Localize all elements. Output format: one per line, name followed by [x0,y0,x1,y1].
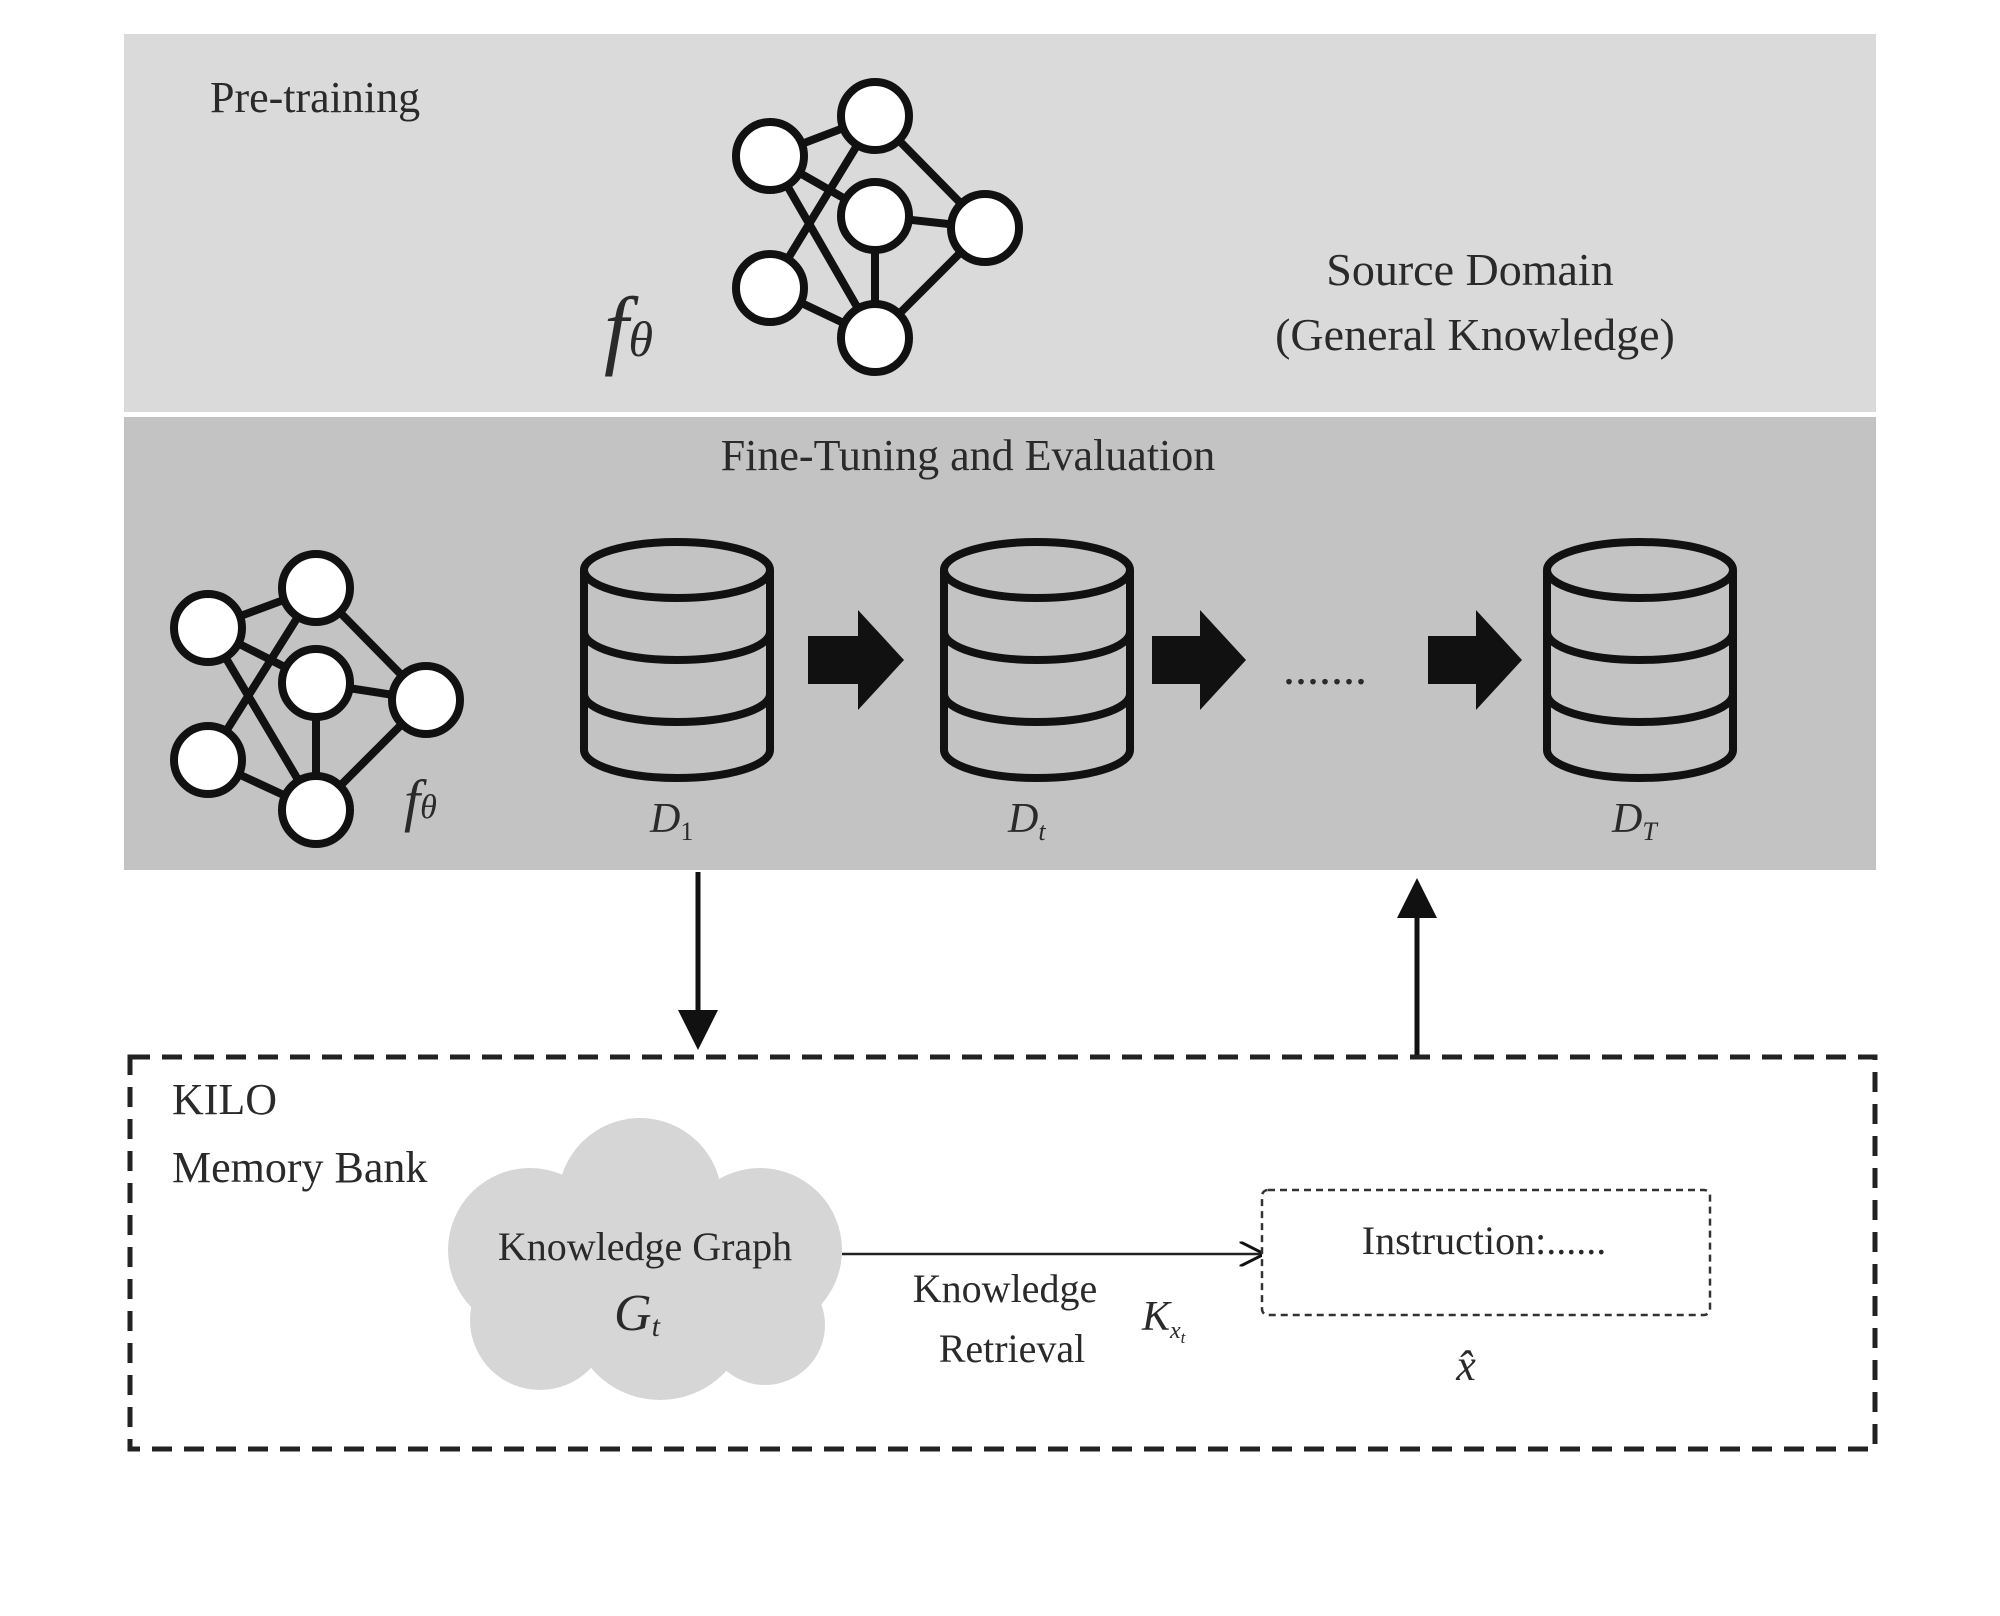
retrieval-label-line2: Retrieval [939,1326,1086,1371]
knowledge-graph-cloud [448,1118,842,1400]
memory-bank-name: KILO [172,1075,277,1124]
instruction-box [1260,1188,1712,1317]
sequence-arrow-2 [1152,610,1246,710]
pretraining-title: Pre-training [210,73,420,122]
finetuned-network-icon [170,550,464,848]
memory-bank-subtitle: Memory Bank [172,1143,427,1192]
finetuning-background [124,417,1876,870]
augmented-input-symbol: x̂ [1455,1341,1476,1390]
source-domain-label: Source Domain [1326,244,1613,295]
sequence-ellipsis: ....... [1283,642,1367,695]
sequence-arrow-1 [808,610,904,710]
dataset-t-label: Dt [1007,796,1046,846]
memory-bank-border [127,1054,1878,1452]
dataset-T-icon [1543,538,1737,782]
general-knowledge-label: (General Knowledge) [1275,309,1675,360]
knowledge-graph-symbol: Gt [614,1285,661,1343]
dataset-t-icon [940,538,1134,782]
retrieval-label-line1: Knowledge [913,1266,1097,1311]
dataset-T-label: DT [1611,796,1658,846]
pretrained-network-icon [732,78,1023,376]
finetuning-panel: Fine-Tuning and Evaluation fθ [124,417,1876,870]
pretraining-panel: Pre-training fθ Source Domain (General K… [124,34,1876,412]
dataset-1-label: D1 [649,796,693,846]
sequence-arrow-3 [1428,610,1522,710]
memory-bank-panel: KILO Memory Bank Knowledge Graph Gt Know… [127,1054,1878,1452]
instruction-text: Instruction:...... [1362,1218,1606,1263]
finetuning-title: Fine-Tuning and Evaluation [721,431,1216,480]
knowledge-graph-label: Knowledge Graph [498,1224,792,1269]
dataset-1-icon [580,538,774,782]
retrieved-knowledge-symbol: Kxt [1141,1294,1187,1347]
